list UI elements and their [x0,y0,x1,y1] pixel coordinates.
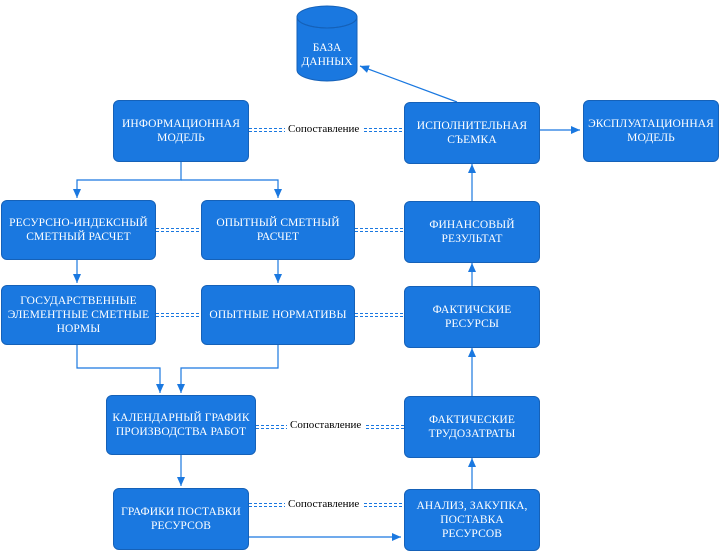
node-exploit-model[interactable]: ЭКСПЛУАТАЦИОННАЯ МОДЕЛЬ [583,100,719,162]
node-resource-index-calc[interactable]: РЕСУРСНО-ИНДЕКСНЫЙ СМЕТНЫЙ РАСЧЕТ [1,200,156,260]
node-experimental-norms[interactable]: ОПЫТНЫЕ НОРМАТИВЫ [201,285,355,345]
database[interactable]: БАЗА ДАННЫХ [297,5,357,81]
database-cylinder-shape [296,5,358,82]
node-analysis-purchase[interactable]: АНАЛИЗ, ЗАКУПКА, ПОСТАВКА РЕСУРСОВ [404,489,540,551]
node-exec-survey[interactable]: ИСПОЛНИТЕЛЬНАЯ СЪЕМКА [404,102,540,164]
comparison-label-top: Сопоставление [285,123,363,135]
edge-info-to-resource-index [73,162,182,198]
dashed-link-norms-resources [355,313,404,317]
edge-norms-to-calendar [177,345,279,393]
node-financial-result[interactable]: ФИНАНСОВЫЙ РЕЗУЛЬТАТ [404,201,540,263]
edge-survey-to-database [359,65,458,103]
dashed-link-state-norms-norms [156,313,201,317]
node-experimental-calc[interactable]: ОПЫТНЫЙ СМЕТНЫЙ РАСЧЕТ [201,200,355,260]
database-label-line2: ДАННЫХ [301,56,353,68]
node-state-norms[interactable]: ГОСУДАРСТВЕННЫЕ ЭЛЕМЕНТНЫЕ СМЕТНЫЕ НОРМЫ [1,285,156,345]
node-calendar-schedule[interactable]: КАЛЕНДАРНЫЙ ГРАФИК ПРОИЗВОДСТВА РАБОТ [106,395,256,455]
node-actual-resources[interactable]: ФАКТИЧСКИЕ РЕСУРСЫ [404,286,540,348]
comparison-label-middle: Сопоставление [287,419,365,431]
node-info-model[interactable]: ИНФОРМАЦИОННАЯ МОДЕЛЬ [113,100,249,162]
database-label-line1: БАЗА [312,42,342,54]
comparison-label-bottom: Сопоставление [285,498,363,510]
edge-info-to-experimental-calc [181,179,282,198]
dashed-link-experimental-financial [355,228,404,232]
node-actual-labor[interactable]: ФАКТИЧЕСКИЕ ТРУДОЗАТРАТЫ [404,396,540,458]
database-label: БАЗА ДАННЫХ [297,41,357,69]
dashed-link-resource-index-experimental [156,228,201,232]
edge-state-norms-to-calendar [76,345,164,393]
node-supply-schedules[interactable]: ГРАФИКИ ПОСТАВКИ РЕСУРСОВ [113,488,249,550]
